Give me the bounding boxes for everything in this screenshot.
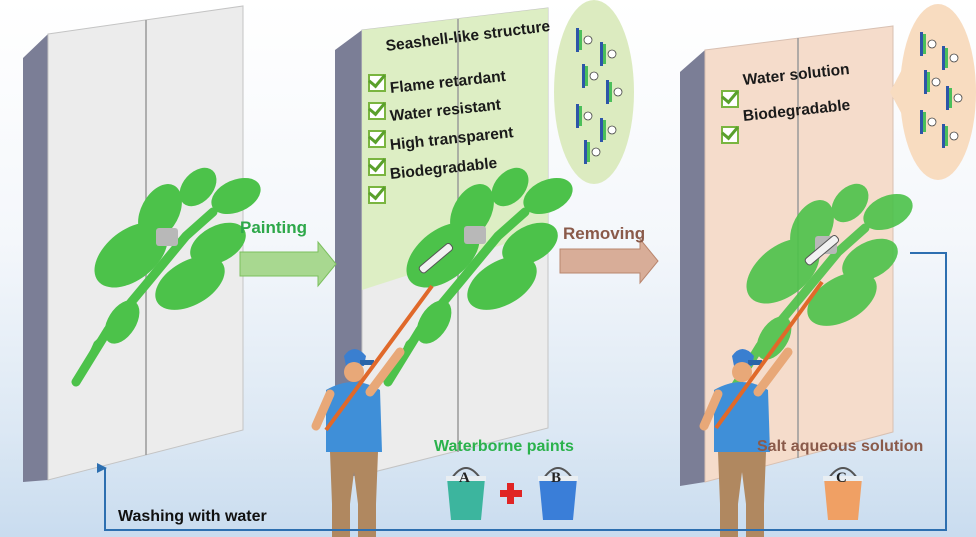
waterborne-paints-label: Waterborne paints <box>434 438 574 455</box>
wall-3 <box>680 25 918 486</box>
check-icon <box>368 158 386 176</box>
wall-lamp <box>464 226 486 244</box>
bucket-a-label: A <box>459 470 470 486</box>
check-icon <box>368 130 386 148</box>
check-icon <box>368 74 386 92</box>
removing-arrow-icon <box>559 237 659 285</box>
check-icon <box>368 102 386 120</box>
bucket-b-label: B <box>551 470 562 486</box>
salt-solution-label: Salt aqueous solution <box>757 438 924 455</box>
removing-label: Removing <box>563 224 646 243</box>
wall-lamp-1 <box>156 228 178 246</box>
wall-1 <box>23 5 266 482</box>
seashell-structure-icon-2 <box>900 4 976 180</box>
paint-roller-pole-2 <box>714 280 824 430</box>
painting-label: Painting <box>240 218 308 237</box>
check-icon <box>721 90 739 108</box>
paint-roller-icon <box>418 243 454 274</box>
plus-icon <box>500 483 522 504</box>
washing-flow-arrow <box>97 252 947 531</box>
wall-2 <box>335 7 578 478</box>
check-icon <box>368 186 386 204</box>
check-icon <box>721 126 739 144</box>
paint-roller-pole <box>324 284 434 432</box>
painting-arrow-icon <box>239 240 337 288</box>
bubble-pointer <box>890 62 906 122</box>
washing-label: Washing with water <box>118 508 267 525</box>
paint-roller-icon-2 <box>804 235 840 266</box>
seashell-structure-icon <box>554 0 634 184</box>
bucket-c-label: C <box>836 470 847 486</box>
